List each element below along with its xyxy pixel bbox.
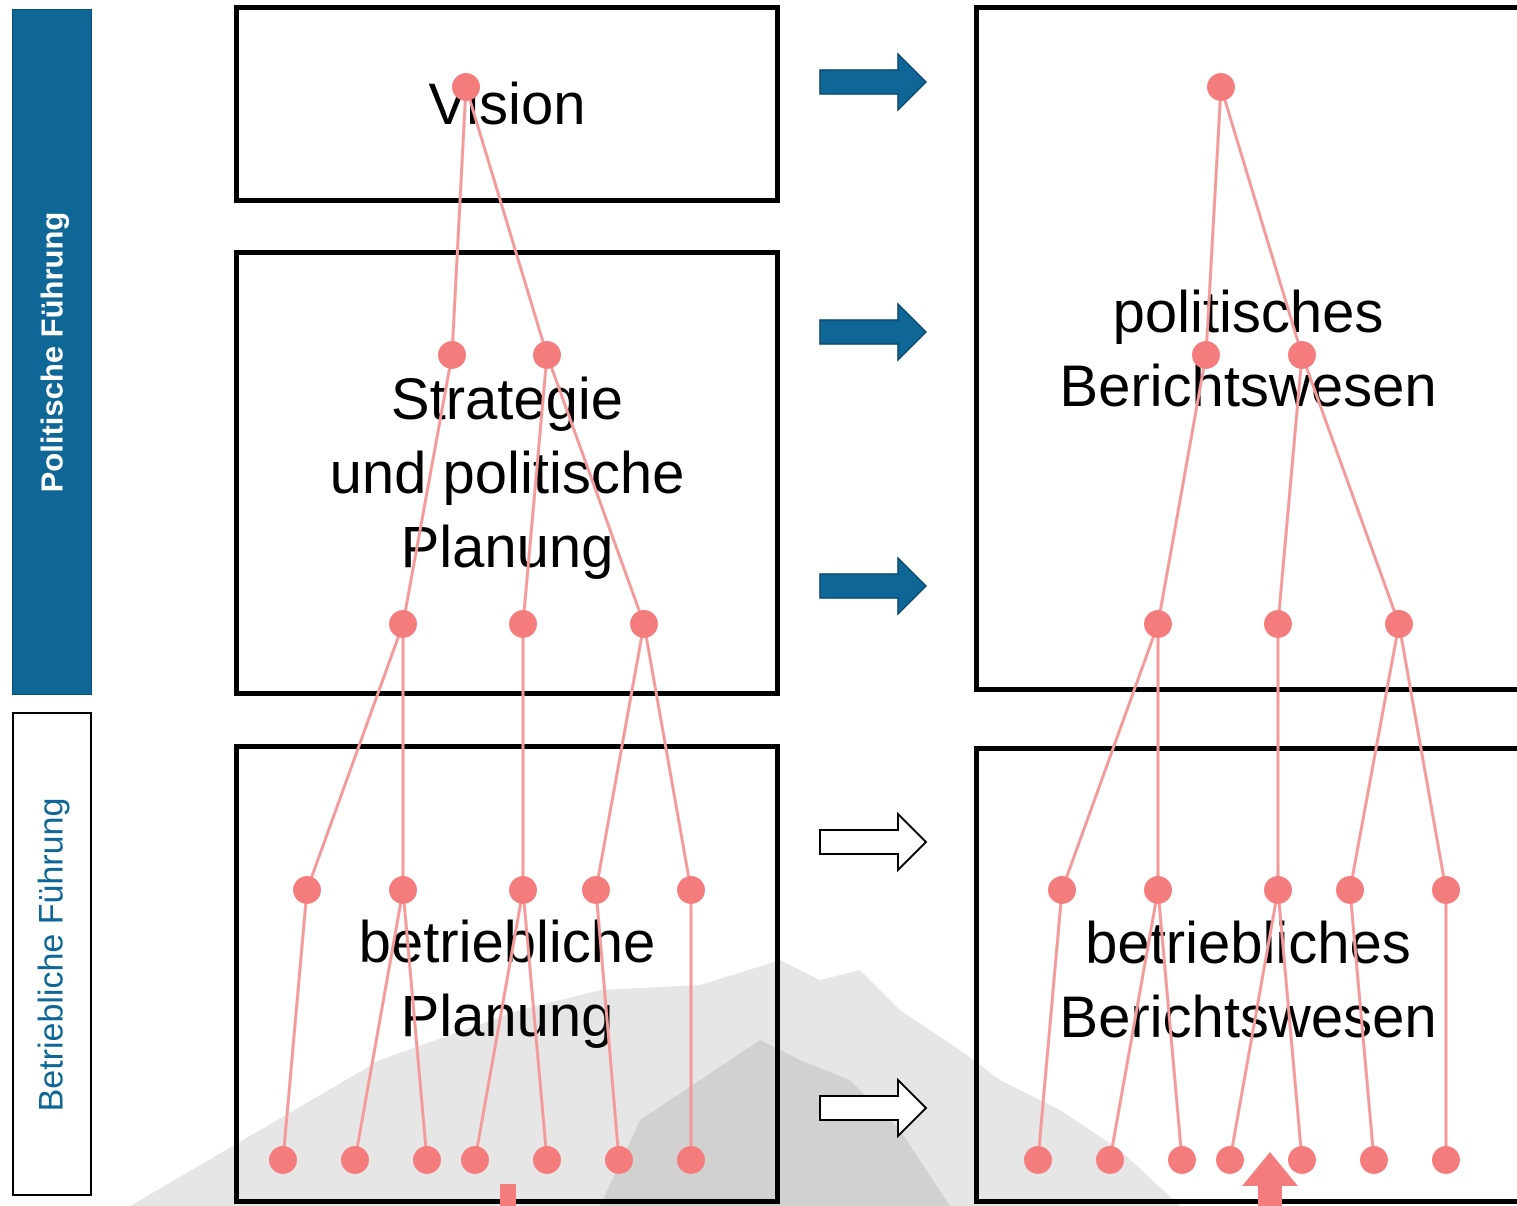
- tree-edge: [594, 889, 621, 1161]
- reporting-tree: [1024, 73, 1460, 1174]
- tree-edge: [1276, 354, 1304, 625]
- tree-edge: [1348, 889, 1376, 1161]
- political-reporting-label: politisches Berichtswesen: [1059, 280, 1437, 419]
- reporting-up-arrow-icon: [1242, 1152, 1298, 1206]
- tree-edge: [401, 889, 429, 1161]
- tree-node: [1168, 1146, 1196, 1174]
- tree-edge: [521, 354, 549, 625]
- tree-node: [389, 876, 417, 904]
- sidebar-operational-leadership: Betriebliche Führung: [12, 712, 92, 1196]
- arrows-group: [819, 52, 928, 1139]
- tree-node: [1144, 876, 1172, 904]
- tree-node: [605, 1146, 633, 1174]
- tree-edge: [281, 889, 309, 1161]
- outline-arrow-icon: [819, 811, 928, 873]
- tree-edge: [1156, 889, 1184, 1161]
- tree-node: [413, 1146, 441, 1174]
- tree-node: [630, 610, 658, 638]
- tree-edge: [1108, 889, 1160, 1161]
- tree-node: [677, 876, 705, 904]
- tree-node: [1216, 1146, 1244, 1174]
- sidebar-political-leadership: Politische Führung: [12, 9, 92, 695]
- tree-node: [1096, 1146, 1124, 1174]
- tree-edge: [1036, 889, 1064, 1161]
- tree-node: [1207, 73, 1235, 101]
- tree-node: [452, 73, 480, 101]
- tree-node: [1360, 1146, 1388, 1174]
- vision-box: [234, 5, 780, 203]
- planning-tree: [269, 73, 705, 1174]
- tree-edge: [1300, 354, 1401, 625]
- tree-node: [1192, 341, 1220, 369]
- tree-edge: [1060, 623, 1160, 891]
- tree-edge: [1397, 623, 1448, 891]
- tree-node: [461, 1146, 489, 1174]
- tree-node: [1048, 876, 1076, 904]
- tree-node: [1288, 341, 1316, 369]
- tree-node: [1024, 1146, 1052, 1174]
- strategy-label: Strategie und politische Planung: [329, 367, 685, 580]
- tree-edge: [1228, 889, 1280, 1161]
- tree-node: [677, 1146, 705, 1174]
- tree-edge: [1156, 354, 1208, 625]
- tree-node: [1336, 876, 1364, 904]
- tree-node: [269, 1146, 297, 1174]
- tree-node: [582, 876, 610, 904]
- operational-reporting-box: [974, 746, 1517, 1204]
- outline-arrow-icon: [819, 1077, 928, 1139]
- tree-edge: [464, 86, 549, 356]
- tree-node: [1264, 610, 1292, 638]
- tree-edge: [353, 889, 405, 1161]
- tree-node: [509, 876, 537, 904]
- tree-node: [1144, 610, 1172, 638]
- tree-edge: [305, 623, 405, 891]
- tree-node: [509, 610, 537, 638]
- tree-edge: [594, 623, 646, 891]
- tree-node: [1432, 1146, 1460, 1174]
- tree-node: [533, 1146, 561, 1174]
- bottom-arrows-group: [500, 1152, 1298, 1206]
- tree-edge: [545, 354, 646, 625]
- tree-node: [341, 1146, 369, 1174]
- tree-node: [1264, 876, 1292, 904]
- filled-arrow-icon: [819, 52, 928, 112]
- tree-node: [1385, 610, 1413, 638]
- tree-edge: [642, 623, 693, 891]
- tree-node: [293, 876, 321, 904]
- tree-edge: [1219, 86, 1304, 356]
- tree-edge: [401, 354, 454, 625]
- filled-arrow-icon: [819, 302, 928, 362]
- tree-node: [389, 610, 417, 638]
- strategy-box: [234, 250, 780, 696]
- tree-node: [438, 341, 466, 369]
- tree-edge: [450, 86, 468, 356]
- tree-node: [1288, 1146, 1316, 1174]
- tree-edge: [1348, 623, 1401, 891]
- tree-node: [1432, 876, 1460, 904]
- tree-edge: [1276, 889, 1304, 1161]
- political-reporting-box: [974, 5, 1517, 692]
- tree-node: [533, 341, 561, 369]
- tree-edge: [1204, 86, 1223, 356]
- filled-arrow-icon: [819, 556, 928, 616]
- tree-edge: [473, 889, 525, 1161]
- planning-down-arrow-icon: [500, 1184, 516, 1206]
- tree-edge: [521, 889, 549, 1161]
